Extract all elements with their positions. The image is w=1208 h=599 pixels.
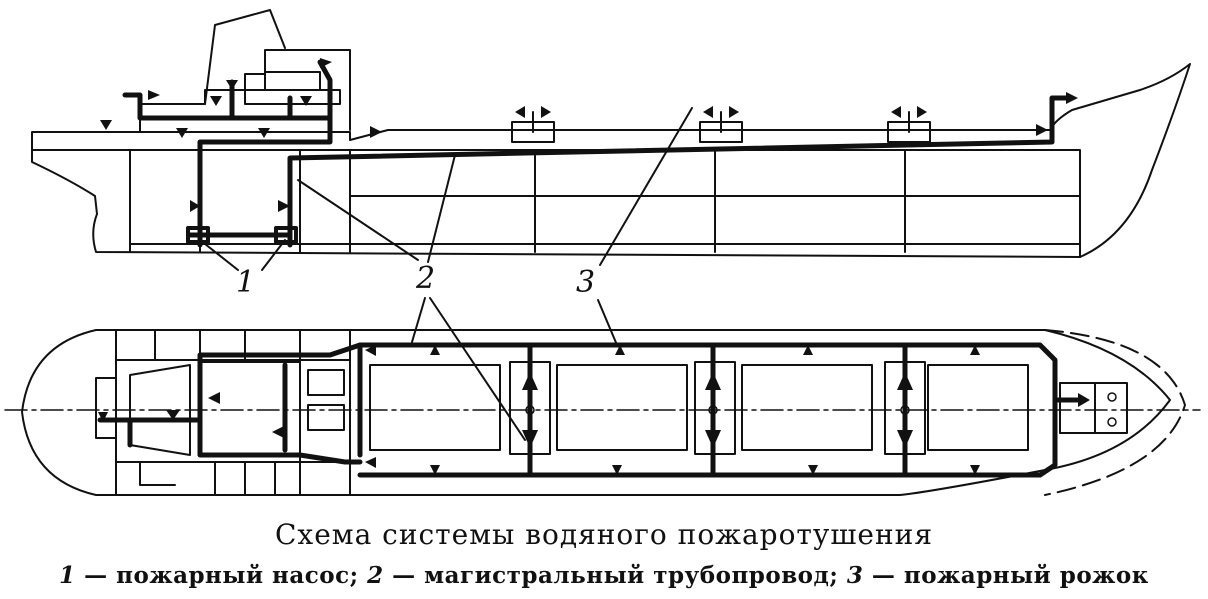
plan-hull-outline (21, 329, 1171, 496)
fire-system-diagram: 1 2 3 (4, 9, 1201, 496)
legend-text-2: магистральный трубопровод; (424, 562, 839, 589)
side-fire-pumps (186, 226, 298, 244)
callout-1: 1 (236, 265, 255, 300)
legend-num-1: 1 (59, 562, 76, 589)
side-superstructure (139, 9, 351, 133)
legend-sep-1: — (75, 562, 117, 589)
legend-num-2: 2 (367, 562, 384, 589)
callout-leaders (199, 107, 693, 441)
legend-sep-3: — (863, 562, 904, 589)
callout-2: 2 (415, 261, 435, 296)
side-view (31, 9, 1191, 258)
plan-bow-dashed (1044, 329, 1186, 496)
legend-text-3: пожарный рожок (903, 562, 1149, 589)
side-hull-outline (31, 63, 1191, 258)
plan-cargo-tanks (369, 361, 1128, 455)
plan-hydrants (98, 345, 1090, 475)
side-hatches (511, 111, 931, 143)
legend-num-3: 3 (846, 562, 864, 589)
figure-title: Схема системы водяного пожаротушения (275, 518, 933, 551)
plan-fire-main (97, 342, 1083, 478)
legend-sep-2: — (383, 562, 425, 589)
callout-3: 3 (576, 265, 595, 300)
side-deck-line (31, 149, 1081, 258)
figure-legend: 1 — пожарный насос; 2 — магистральный тр… (0, 562, 1208, 589)
side-hydrants (100, 58, 1078, 212)
legend-text-1: пожарный насос; (116, 562, 359, 589)
plan-view (4, 329, 1201, 496)
